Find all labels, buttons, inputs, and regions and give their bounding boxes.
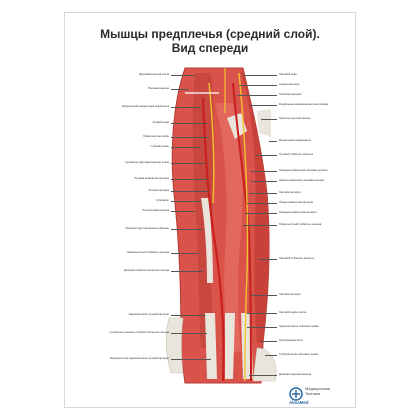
label-right: Общая межкостная артерия [279,201,313,204]
leader-line [171,178,207,180]
label-left: Двуглавая мышца плеча [139,73,169,76]
leader-line [171,88,189,90]
poster: Мышцы предплечья (средний слой). Вид спе… [64,12,356,408]
label-right: Поверхностный сгибатель пальцев [279,223,322,226]
label-left: Поверхностная ладонная ветвь лучевой арт… [109,357,169,360]
label-right: Локтевой нерв и ветвь [279,311,307,314]
leader-line [237,94,277,96]
label-right: Передняя межкостная артерия [279,211,317,214]
leader-line [247,202,277,204]
label-left: Пронатор круглый мышца (обрезан) [125,227,169,230]
leader-line [171,106,201,108]
label-right: Передняя возвратная локтевая артерия [279,169,328,172]
brand-tagline-1: Медицинская [305,386,331,391]
label-right: Лучевой сгибатель запястья [279,153,314,156]
leader-line [171,190,209,192]
label-left: Плечевая мышца [147,87,169,90]
leader-line [249,104,277,106]
label-right: Плечевая артерия [279,93,302,96]
leader-line [251,180,277,182]
title-line-1: Мышцы предплечья (средний слой). [100,27,320,41]
label-right: Глубокая ветвь локтевого нерва [279,353,318,356]
label-left: Сухожилие двуглавой мышцы плеча [125,161,169,164]
label-right: Пронатор круглый мышца [279,117,311,120]
label-left: Длинный сгибатель большого пальца [123,269,169,272]
label-left: Плечелучевая мышца [142,209,169,212]
label-left: Сухожилие длинного сгибателя большого па… [109,331,169,334]
leader-line [171,162,205,164]
leader-line [245,212,277,214]
label-right: Задняя возвратная локтевая артерия [279,179,325,182]
label-left: Лучевой нерв [152,121,169,124]
label-left: Поверхностная ветвь [143,135,169,138]
leader-line [171,270,203,272]
brand-mark-icon [289,387,303,401]
label-left: Латеральный кожный нерв предплечья [121,105,169,108]
title-line-2: Вид спереди [171,41,249,55]
leader-line [265,354,277,356]
label-right: Локтевой нерв [279,73,297,76]
label-right: Медиальная межмышечная перегородка [279,103,329,106]
label-right: Гороховидная кость [279,339,304,342]
leader-line [259,258,277,260]
label-right: Длинная ладонная мышца [279,373,312,376]
leader-line [255,154,277,156]
leader-line [171,74,195,76]
leader-line [171,200,201,202]
brand-tagline-2: Техника [305,391,320,396]
leader-line [171,332,207,334]
leader-line [171,122,207,124]
leader-line [171,210,195,212]
poster-title: Мышцы предплечья (средний слой). Вид спе… [65,27,355,55]
leader-line [171,146,201,148]
label-right: Медиальный надмыщелок [279,139,311,142]
label-left: Глубокая ветвь [150,145,169,148]
brand-logo: Медицинская Техника AlmaMed [283,385,353,405]
label-left: Лучевая артерия [148,189,169,192]
brand-name: AlmaMed [289,400,309,405]
leader-line [171,228,203,230]
leader-line [261,118,277,120]
leader-line [247,312,277,314]
leader-line [239,84,277,86]
leader-line [249,192,277,194]
label-right: Локтевая артерия [279,293,301,296]
leader-line [249,374,277,376]
label-left: Супинатор [156,199,169,202]
leader-line [247,326,277,328]
label-right: Срединный нерв [279,83,300,86]
leader-line [251,170,277,172]
leader-line [269,140,277,142]
label-left: Ладонная ветвь лучевой артерии [128,313,169,316]
leader-line [171,252,199,254]
label-right: Локтевой сгибатель запястья [279,257,315,260]
leader-line [243,74,277,76]
leader-line [171,136,209,138]
leader-line [171,358,211,360]
leader-line [243,224,277,226]
label-left: Лучевая возвратная артерия [134,177,169,180]
label-right: Локтевая артерия [279,191,301,194]
leader-line [171,314,205,316]
label-right: Ладонная ветвь локтевого нерва [279,325,319,328]
leader-line [251,294,277,296]
label-left: Поверхностный сгибатель пальцев [126,251,169,254]
leader-line [261,340,277,342]
